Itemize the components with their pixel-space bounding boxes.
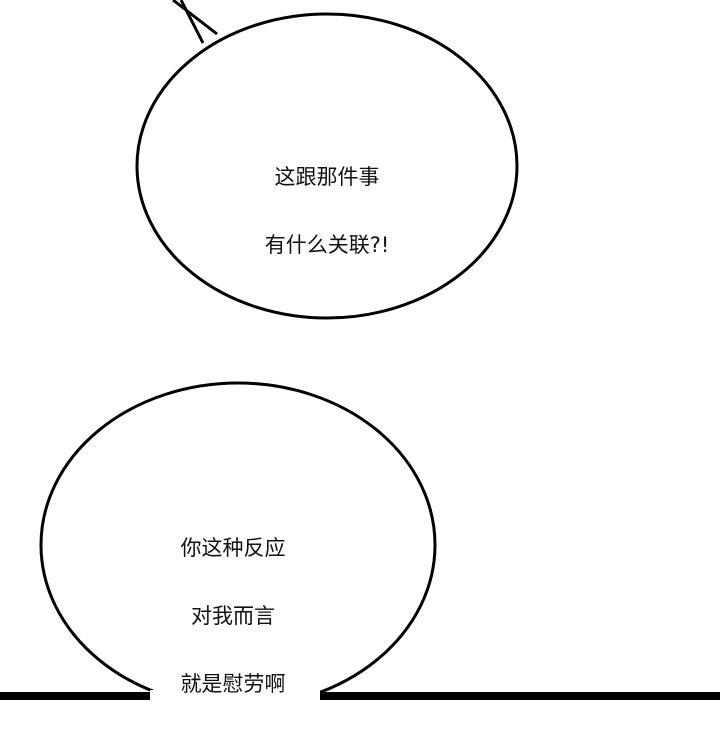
bubble-tail-icon	[179, 0, 205, 44]
panel-border	[0, 692, 720, 700]
bubble-text-bottom: 你这种反应 对我而言 就是慰劳啊	[133, 497, 333, 735]
bubble-line: 就是慰劳啊	[180, 672, 286, 696]
comic-panel	[0, 0, 720, 700]
bubble-text-top: 这跟那件事 有什么关联?!	[227, 126, 427, 296]
bubble-line: 你这种反应	[180, 536, 286, 560]
bubble-line: 这跟那件事	[274, 165, 380, 189]
bubble-line: 有什么关联?!	[264, 233, 390, 257]
speech-bubble-bottom	[39, 381, 437, 700]
speech-bubble-top	[135, 0, 519, 320]
bubble-line: 对我而言	[191, 604, 275, 628]
